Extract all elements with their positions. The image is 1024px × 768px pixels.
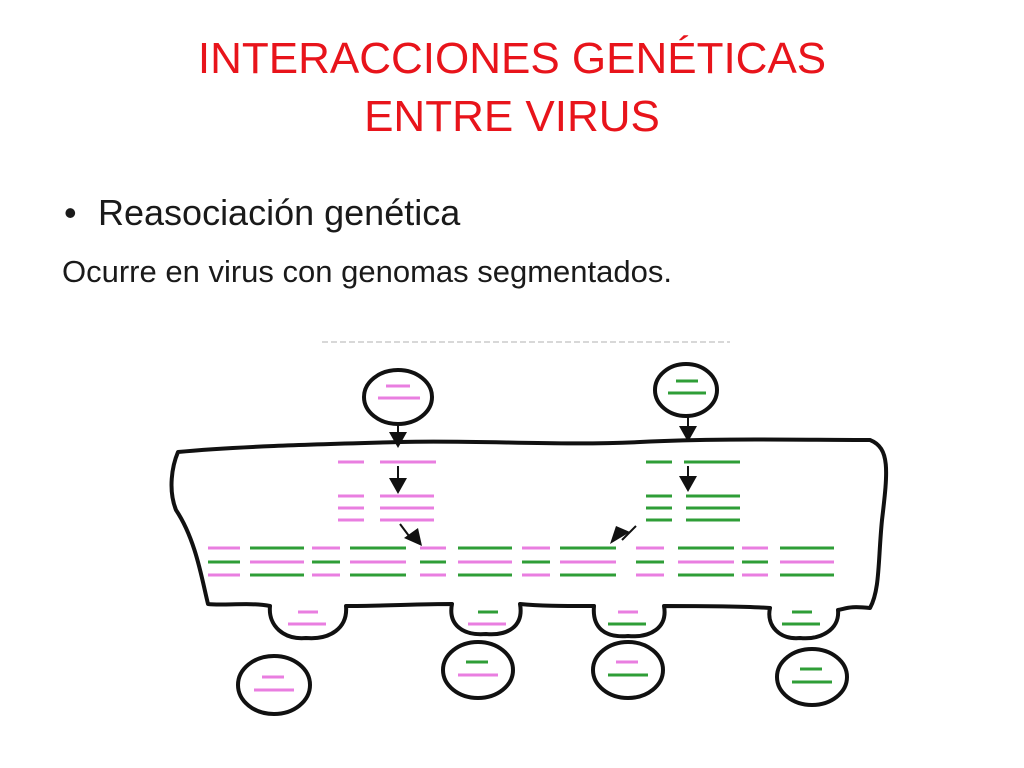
title-line-2: ENTRE VIRUS bbox=[364, 92, 660, 141]
bullet-item: • Reasociación genética bbox=[64, 190, 460, 236]
progeny-virus-1 bbox=[236, 654, 312, 716]
mixing-arrow-pink-head bbox=[404, 528, 422, 546]
mixing-arrow-green-shaft bbox=[621, 525, 637, 541]
slide-title: INTERACCIONES GENÉTICAS ENTRE VIRUS bbox=[0, 30, 1024, 146]
replication-arrow-green-head bbox=[679, 476, 697, 492]
description-text: Ocurre en virus con genomas segmentados. bbox=[62, 254, 672, 289]
host-cell-outline bbox=[169, 437, 889, 641]
diagram-content bbox=[169, 341, 889, 716]
bullet-dot-icon: • bbox=[64, 192, 77, 233]
entry-arrow-pink-head bbox=[389, 432, 407, 448]
entry-arrow-green-head bbox=[679, 426, 697, 442]
mixing-arrow-green-head bbox=[610, 526, 630, 544]
title-line-1: INTERACCIONES GENÉTICAS bbox=[197, 34, 827, 83]
bullet-text: Reasociación genética bbox=[98, 192, 461, 233]
progeny-virus-2 bbox=[441, 640, 515, 700]
parent-virus-green bbox=[653, 362, 719, 418]
progeny-virus-4 bbox=[775, 647, 849, 707]
progeny-virus-3 bbox=[591, 640, 665, 700]
replication-arrow-pink-head bbox=[389, 478, 407, 494]
